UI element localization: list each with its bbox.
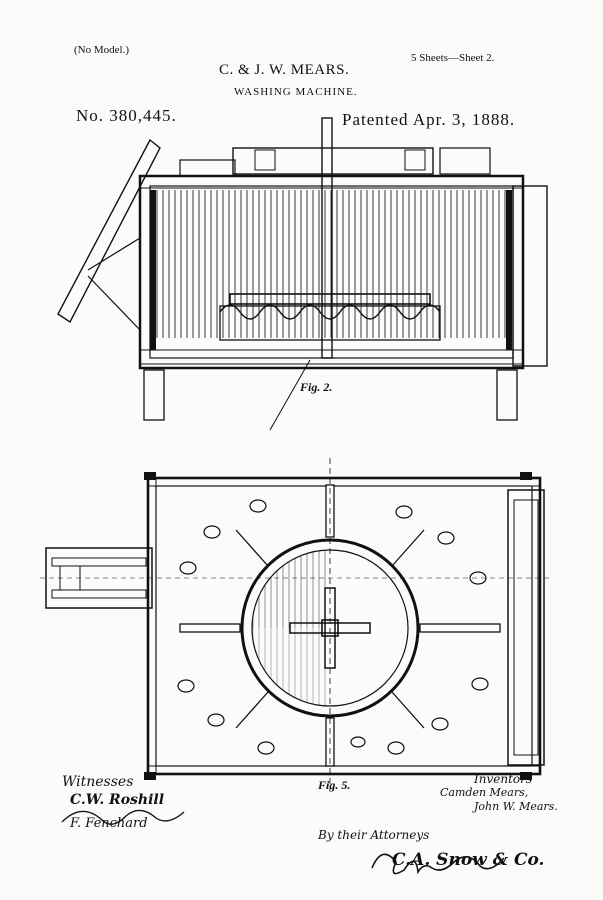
invention-title: WASHING MACHINE. [234,86,358,98]
inventors-label: Inventors [474,772,533,786]
witness-signature-flourish [61,809,185,825]
witnesses-label: Witnesses [62,774,134,790]
sheet-count: 5 Sheets—Sheet 2. [411,52,495,64]
figure-5-drawing [40,458,550,790]
attorney-signature: C.A. Snow & Co. [392,850,545,870]
by-attorneys-text: By their Attorneys [318,828,430,842]
patent-inventors-title: C. & J. W. MEARS. [219,62,350,78]
patent-number: No. 380,445. [76,106,177,125]
attorney-signature-flourish [371,853,505,875]
no-model-note: (No Model.) [74,44,129,56]
patent-date: Patented Apr. 3, 1888. [342,110,516,129]
witness-2-signature: F. Fenchard [70,816,148,831]
inventor-2-signature: John W. Mears. [474,800,558,813]
inventor-1-signature: Camden Mears, [440,786,529,799]
figure-5-label: Fig. 5. [318,778,351,792]
witness-1-signature: C.W. Roshill [70,792,165,808]
figure-2-label: Fig. 2. [300,380,333,394]
figure-2-drawing [57,117,548,431]
